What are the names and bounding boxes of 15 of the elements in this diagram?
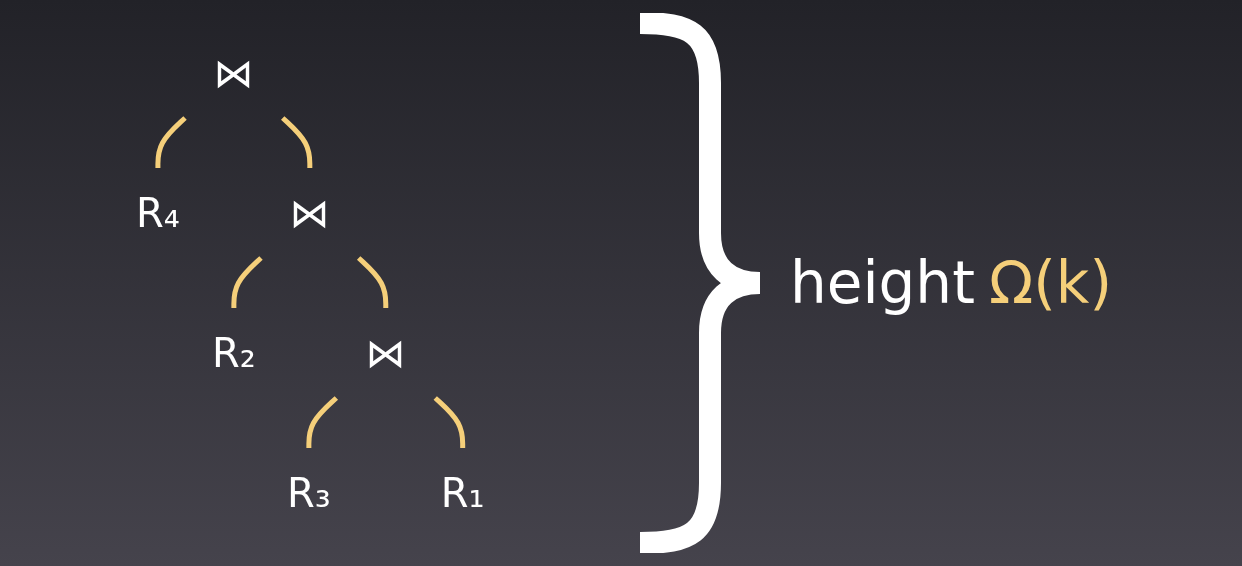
node-text: R₂ <box>211 329 256 376</box>
node-text: ⋈ <box>289 189 330 236</box>
connector <box>356 256 388 308</box>
connector <box>280 116 312 168</box>
node-text: ⋈ <box>213 50 254 96</box>
node-text: ⋈ <box>365 329 406 376</box>
connector <box>306 396 338 448</box>
node-text: R₁ <box>440 469 485 516</box>
connector <box>231 256 263 308</box>
node-text: R₄ <box>135 189 180 236</box>
annotation-text: height <box>790 249 975 317</box>
node-text: R₃ <box>286 469 331 516</box>
connector <box>155 116 187 168</box>
connector <box>433 396 465 448</box>
annotation-text: Ω(k) <box>988 249 1113 317</box>
